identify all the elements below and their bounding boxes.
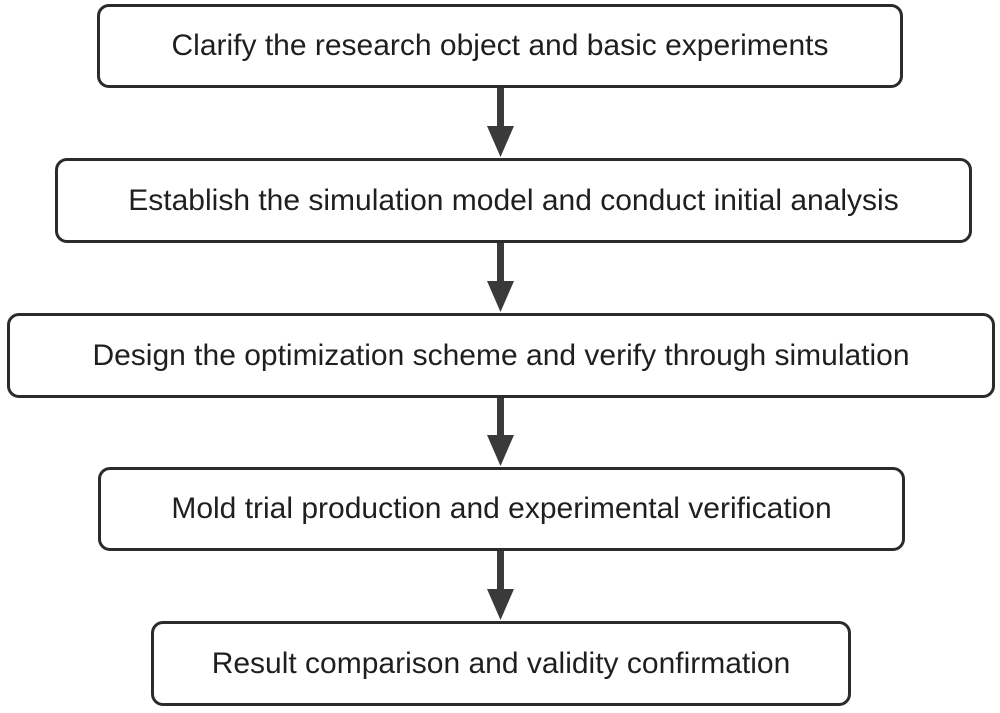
step-box-mold-trial-production: Mold trial production and experimental v…: [98, 467, 905, 551]
arrow-step3-to-step4: [487, 398, 514, 466]
step-box-design-optimization-scheme: Design the optimization scheme and verif…: [7, 313, 995, 398]
step-label: Result comparison and validity confirmat…: [211, 646, 791, 680]
step-label: Clarify the research object and basic ex…: [171, 29, 829, 62]
arrow-step2-to-step3: [487, 243, 514, 312]
step-label: Design the optimization scheme and verif…: [92, 338, 910, 372]
step-label: Establish the simulation model and condu…: [128, 183, 899, 217]
step-label: Mold trial production and experimental v…: [171, 492, 832, 525]
step-box-result-comparison: Result comparison and validity confirmat…: [151, 621, 851, 706]
arrow-step4-to-step5: [487, 551, 514, 620]
arrow-step1-to-step2: [487, 88, 514, 157]
step-box-clarify-research-object: Clarify the research object and basic ex…: [97, 4, 903, 88]
step-box-establish-simulation-model: Establish the simulation model and condu…: [55, 158, 972, 243]
